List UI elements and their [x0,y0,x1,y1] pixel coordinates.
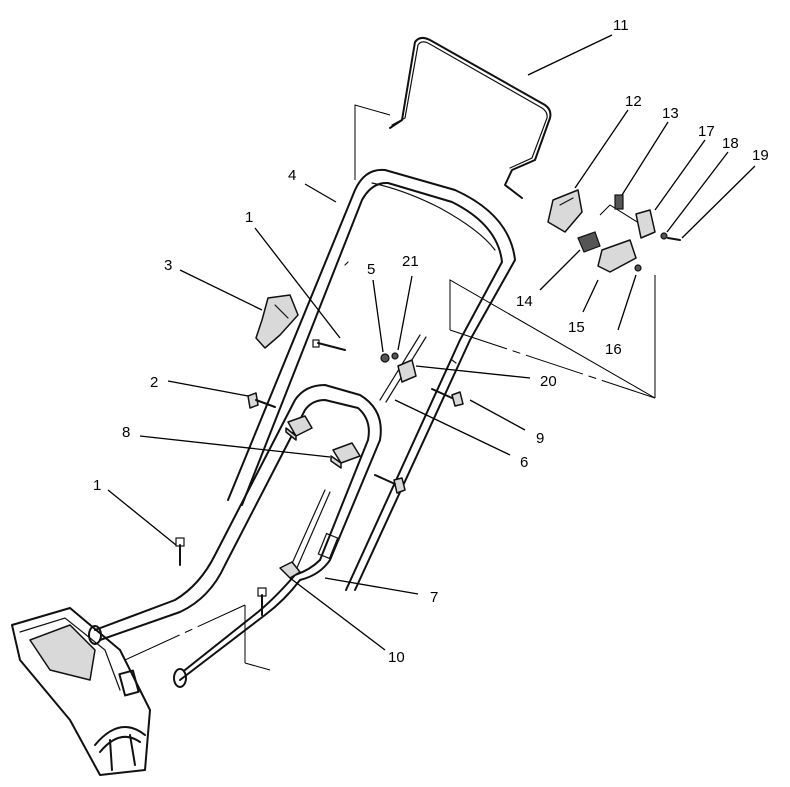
washer-part-5 [380,353,390,363]
callout-14: 14 [516,293,533,310]
callout-2: 2 [150,374,158,391]
pin-part-16 [634,264,642,272]
callout-19: 19 [752,147,769,164]
callout-7: 7 [430,589,438,606]
callout-11: 11 [613,17,629,34]
guide-lines [124,104,656,671]
spring-part-13 [614,194,624,210]
callout-12: 12 [625,93,642,110]
callout-9: 9 [536,430,544,447]
cable-bracket-part-20 [397,359,417,383]
bracket-part-8-right [330,442,361,469]
bolt-part-2 [247,392,276,409]
spring-part-14 [577,231,601,253]
leader-lines [107,34,756,651]
callout-8: 8 [122,424,130,441]
callout-1-upper: 1 [245,209,253,226]
washer-part-18 [660,232,668,240]
callout-21: 21 [402,253,419,270]
callout-16: 16 [605,341,622,358]
callout-3: 3 [164,257,172,274]
knob-part-3 [255,294,299,349]
callout-17: 17 [698,123,715,140]
callout-20: 20 [540,373,557,390]
housing-part-12 [547,189,583,233]
bolt-part-1-lower [175,537,185,566]
callout-13: 13 [662,105,679,122]
nut-part-21 [391,352,399,360]
callout-1-lower: 1 [93,477,101,494]
callout-18: 18 [722,135,739,152]
bolt-part-9 [431,388,464,407]
lever-part-15 [597,239,637,273]
callout-4: 4 [288,167,296,184]
bracket-part-8-left [285,415,313,441]
bolt-lower-handle [374,474,406,494]
bolt-part-1-upper [312,339,346,351]
bail-wire-part-11 [389,36,552,199]
callout-6: 6 [520,454,528,471]
cover-part-17 [635,209,656,239]
mower-deck-housing [11,607,151,776]
callout-10: 10 [388,649,405,666]
bolt-deck [257,587,267,616]
screw-part-19 [667,237,681,241]
callout-5: 5 [367,261,375,278]
upper-handle-part-4 [227,168,516,591]
callout-15: 15 [568,319,585,336]
lower-handle-part-7 [88,384,382,688]
callout-labels: 11 12 13 17 18 19 4 1 3 5 21 14 15 16 20… [93,17,769,666]
